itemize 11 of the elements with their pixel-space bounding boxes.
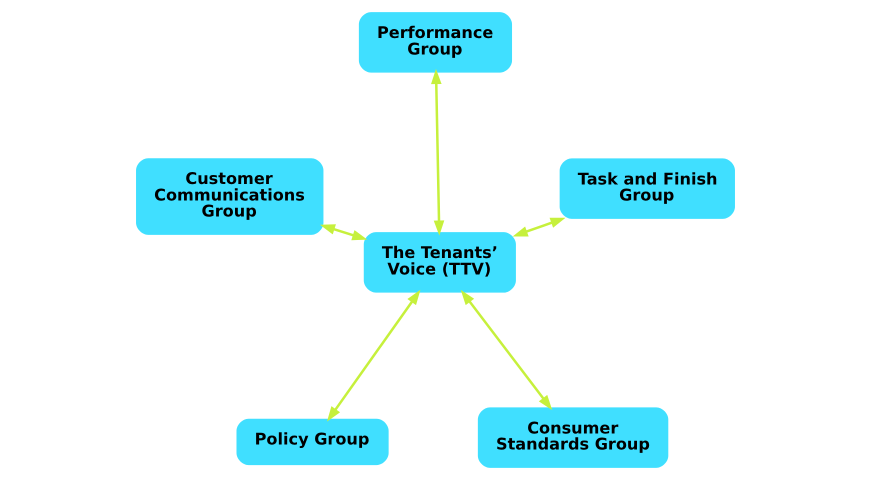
arrow xyxy=(319,224,367,240)
arrow xyxy=(430,68,444,236)
arrow xyxy=(326,290,420,422)
node-box: Policy Group xyxy=(236,418,388,466)
node-box: Customer Communications Group xyxy=(136,158,323,235)
node-box: Task and Finish Group xyxy=(559,158,734,219)
arrow xyxy=(460,290,552,410)
node-box: The Tenants’ Voice (TTV) xyxy=(363,232,516,293)
node-box: Performance Group xyxy=(358,12,512,73)
node-box: Consumer Standards Group xyxy=(477,407,668,468)
arrow xyxy=(512,218,566,237)
